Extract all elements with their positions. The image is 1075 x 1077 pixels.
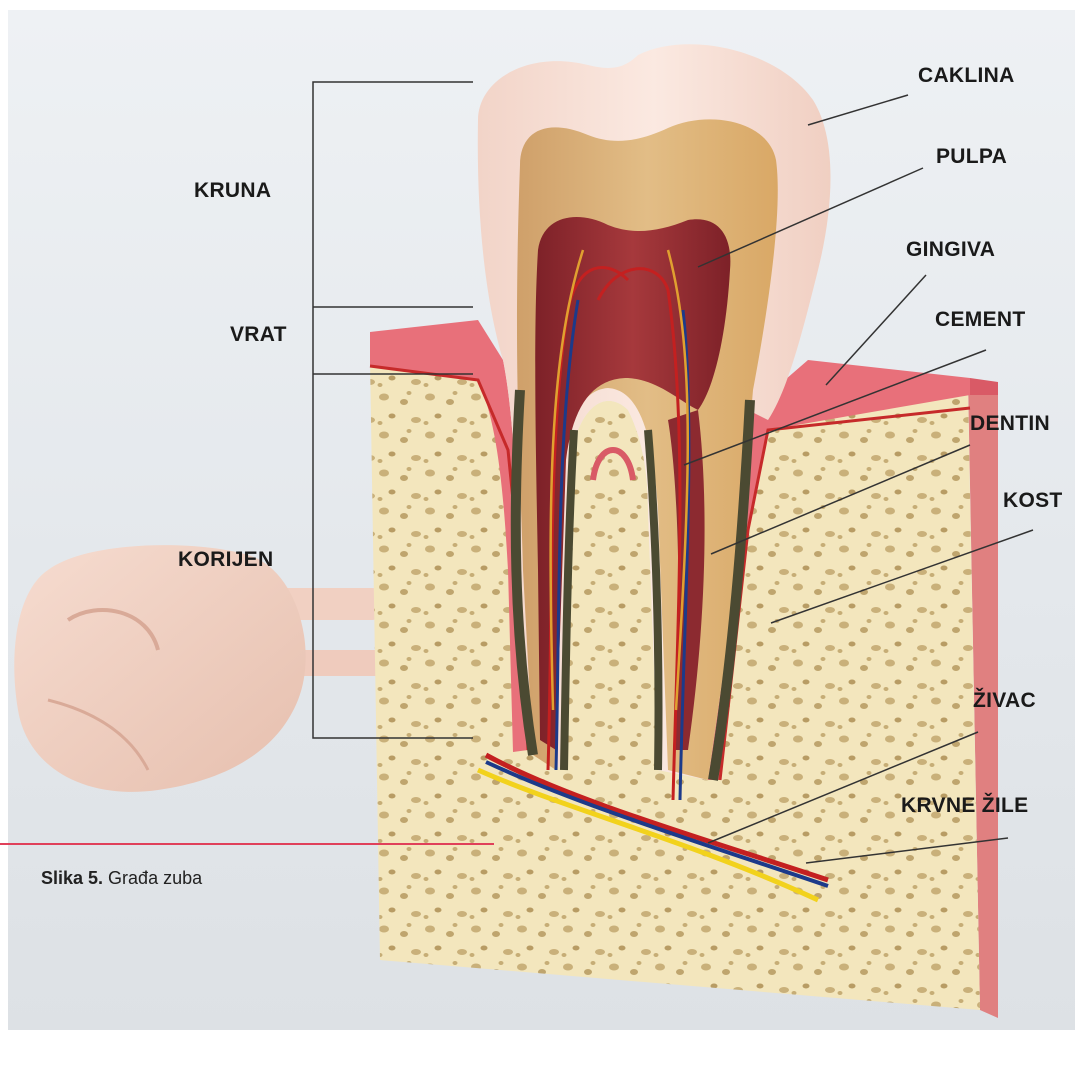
label-cement: CEMENT (935, 308, 1025, 332)
label-caklina: CAKLINA (918, 64, 1015, 88)
caption-rule (0, 843, 494, 845)
figure-caption: Slika 5. Građa zuba (41, 868, 202, 889)
label-gingiva: GINGIVA (906, 238, 995, 262)
background-tooth (14, 545, 388, 792)
label-zivac: ŽIVAC (973, 689, 1036, 713)
caption-text: Građa zuba (103, 868, 202, 888)
label-pulpa: PULPA (936, 145, 1007, 169)
label-kruna: KRUNA (194, 179, 271, 203)
caption-number: Slika 5. (41, 868, 103, 888)
label-korijen: KORIJEN (178, 548, 273, 572)
label-dentin: DENTIN (970, 412, 1050, 436)
label-vrat: VRAT (230, 323, 287, 347)
label-kost: KOST (1003, 489, 1063, 513)
label-krvne-zile: KRVNE ŽILE (901, 794, 1028, 818)
